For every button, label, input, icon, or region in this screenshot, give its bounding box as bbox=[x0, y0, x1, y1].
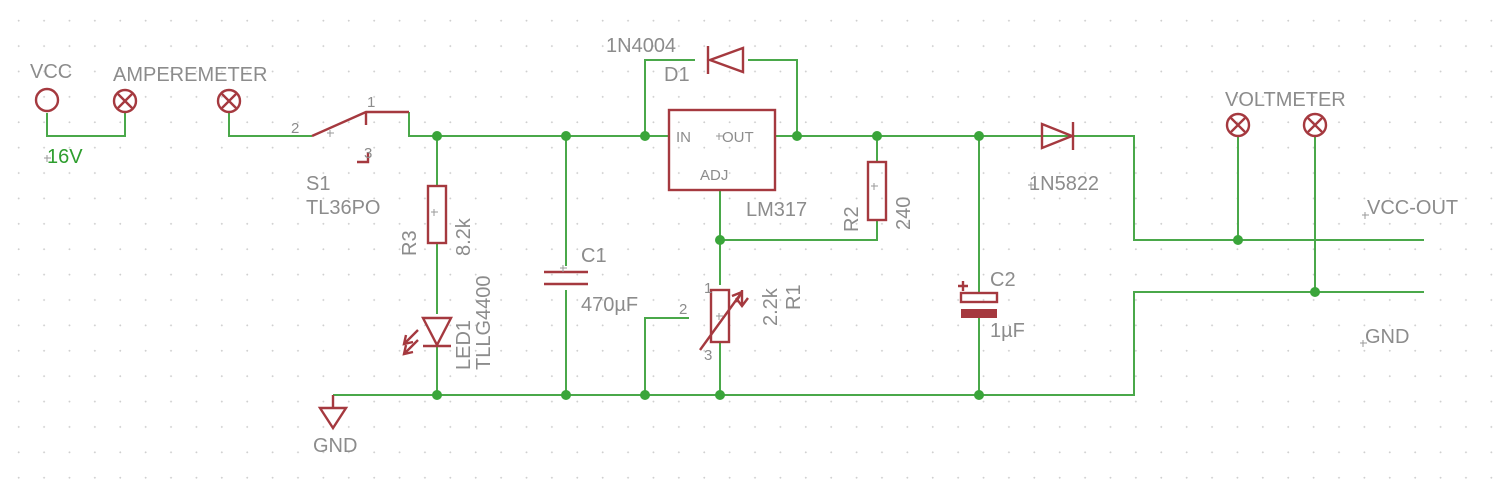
switch-ref-label: S1 bbox=[306, 173, 330, 195]
r3-value-label: 8.2k bbox=[453, 217, 475, 256]
switch-s1: 1 2 3 S1 TL36PO bbox=[291, 94, 409, 219]
vcc-supply-terminal: VCC 16V bbox=[30, 61, 83, 168]
output-labels: VCC-OUT GND bbox=[1365, 197, 1458, 348]
resistor-r2: R2 240 bbox=[841, 160, 915, 232]
led-led1: LED1 TLLG4400 bbox=[402, 275, 495, 370]
r3-ref-label: R3 bbox=[399, 230, 421, 256]
led1-ref-label: LED1 bbox=[453, 320, 475, 370]
c1-value-label: 470µF bbox=[581, 294, 638, 316]
ground-label: GND bbox=[313, 435, 357, 457]
d1-ref-label: D1 bbox=[664, 64, 690, 86]
gnd-out-label: GND bbox=[1365, 326, 1409, 348]
voltmeter-label: VOLTMETER bbox=[1225, 89, 1346, 111]
wires bbox=[46, 59, 1424, 396]
r1-pin-2: 2 bbox=[679, 301, 687, 318]
vcc-out-label: VCC-OUT bbox=[1367, 197, 1458, 219]
switch-part-label: TL36PO bbox=[306, 197, 380, 219]
r1-value-label: 2.2k bbox=[760, 287, 782, 326]
resistor-r3: R3 8.2k bbox=[399, 184, 475, 256]
switch-pin-2: 2 bbox=[291, 120, 299, 137]
r2-ref-label: R2 bbox=[841, 206, 863, 232]
ground-symbol: GND bbox=[313, 395, 357, 457]
regulator-pin-in: IN bbox=[676, 129, 691, 146]
c1-ref-label: C1 bbox=[581, 245, 607, 267]
capacitor-c1: C1 470µF bbox=[544, 245, 638, 316]
regulator-pin-out: OUT bbox=[722, 129, 754, 146]
ammeter-terminals: AMPEREMETER bbox=[112, 64, 267, 114]
c2-value-label: 1µF bbox=[990, 320, 1025, 342]
d1-part-label: 1N4004 bbox=[606, 35, 676, 57]
voltmeter-terminals: VOLTMETER bbox=[1225, 89, 1346, 138]
potentiometer-r1: 1 2 3 2.2k R1 bbox=[679, 280, 805, 364]
d2-part-label: 1N5822 bbox=[1029, 173, 1099, 195]
junction-dots bbox=[432, 131, 1320, 400]
diode-d1: 1N4004 D1 bbox=[606, 35, 745, 86]
r1-pin-3: 3 bbox=[704, 347, 712, 364]
led1-part-label: TLLG4400 bbox=[473, 275, 495, 370]
switch-pin-3: 3 bbox=[364, 145, 372, 162]
c2-ref-label: C2 bbox=[990, 269, 1016, 291]
r1-ref-label: R1 bbox=[783, 284, 805, 310]
capacitor-c2: C2 1µF bbox=[958, 269, 1025, 342]
vcc-label: VCC bbox=[30, 61, 72, 83]
r1-pin-1: 1 bbox=[704, 280, 712, 297]
regulator-part-label: LM317 bbox=[746, 199, 807, 221]
r2-value-label: 240 bbox=[893, 197, 915, 230]
regulator-pin-adj: ADJ bbox=[700, 167, 728, 184]
diode-1n5822: 1N5822 bbox=[1029, 122, 1099, 195]
vcc-value-label: 16V bbox=[47, 146, 83, 168]
origin-crosses bbox=[44, 130, 1369, 347]
ammeter-label: AMPEREMETER bbox=[113, 64, 267, 86]
regulator-lm317: IN OUT ADJ LM317 bbox=[667, 108, 807, 221]
switch-pin-1: 1 bbox=[367, 94, 375, 111]
